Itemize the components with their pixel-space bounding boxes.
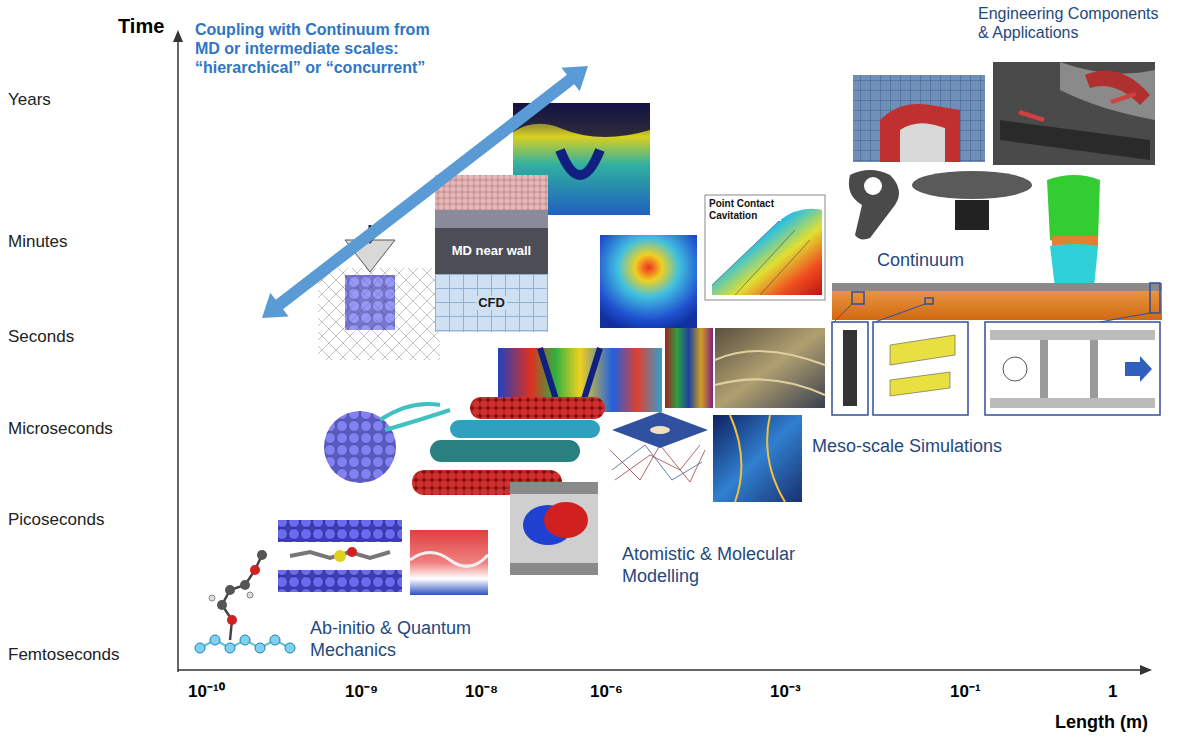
region-label: MD near wall bbox=[450, 244, 533, 259]
length-tick: 10⁻¹ bbox=[950, 682, 981, 702]
contour-panel: Point Contact Cavitation bbox=[705, 195, 825, 300]
coupling-note: Coupling with Continuum from MD or inter… bbox=[195, 20, 447, 78]
scale-label: Atomistic & Molecular Modelling bbox=[622, 544, 797, 587]
length-tick: 10⁻⁹ bbox=[345, 682, 378, 702]
md-region: MD near wall bbox=[435, 228, 548, 274]
scale-label: Continuum bbox=[877, 250, 964, 272]
time-tick: Years bbox=[8, 90, 51, 110]
region-label: Point Contact Cavitation bbox=[709, 198, 781, 221]
axis-title: Length (m) bbox=[1055, 712, 1148, 734]
length-tick: 10⁻¹⁰ bbox=[188, 682, 225, 702]
time-tick: Femtoseconds bbox=[8, 645, 120, 665]
scale-label: Meso-scale Simulations bbox=[812, 436, 1002, 458]
length-tick: 10⁻⁶ bbox=[590, 682, 623, 702]
scale-label: Ab-initio & Quantum Mechanics bbox=[310, 618, 510, 661]
time-tick: Picoseconds bbox=[8, 510, 104, 530]
time-tick: Minutes bbox=[8, 232, 68, 252]
axis-title: Time bbox=[118, 14, 164, 38]
time-tick: Seconds bbox=[8, 327, 74, 347]
scale-label: Engineering Components & Applications bbox=[978, 4, 1168, 42]
region-label: CFD bbox=[476, 296, 507, 311]
length-tick: 1 bbox=[1108, 682, 1117, 702]
cfd-region: CFD bbox=[435, 274, 548, 332]
length-tick: 10⁻³ bbox=[770, 682, 801, 702]
length-tick: 10⁻⁸ bbox=[465, 682, 498, 702]
time-tick: Microseconds bbox=[8, 419, 113, 439]
